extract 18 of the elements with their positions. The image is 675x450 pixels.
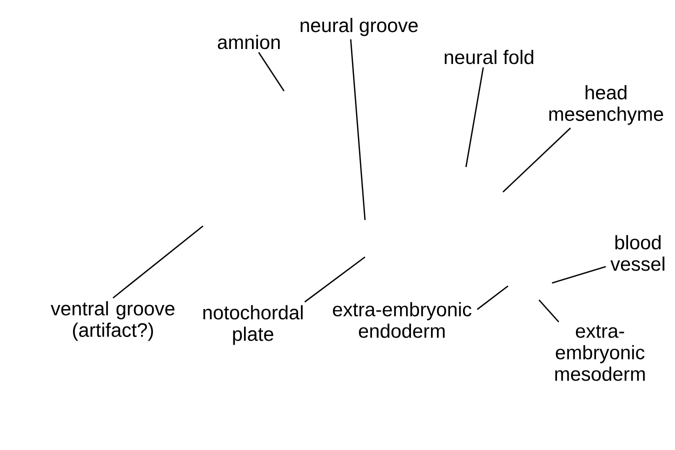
leader-line bbox=[304, 256, 366, 302]
leader-line bbox=[112, 225, 204, 298]
leader-line bbox=[476, 285, 508, 310]
leader-line bbox=[258, 52, 285, 92]
label: neural fold bbox=[444, 50, 534, 64]
label: extra-embryonic endoderm bbox=[332, 302, 472, 338]
label: amnion bbox=[218, 34, 280, 50]
label: extra-embryonic mesoderm bbox=[555, 325, 645, 381]
label: notochordal plate bbox=[203, 305, 303, 345]
label: blood vessel bbox=[610, 235, 664, 271]
label: head mesenchyme bbox=[549, 85, 664, 125]
leader-line bbox=[538, 300, 560, 322]
label: ventral groove (artifact?) bbox=[50, 301, 174, 341]
leader-line bbox=[502, 128, 571, 192]
leader-line bbox=[465, 67, 484, 168]
leader-line bbox=[552, 266, 606, 284]
label: neural groove bbox=[300, 18, 418, 36]
leader-line bbox=[350, 39, 366, 220]
